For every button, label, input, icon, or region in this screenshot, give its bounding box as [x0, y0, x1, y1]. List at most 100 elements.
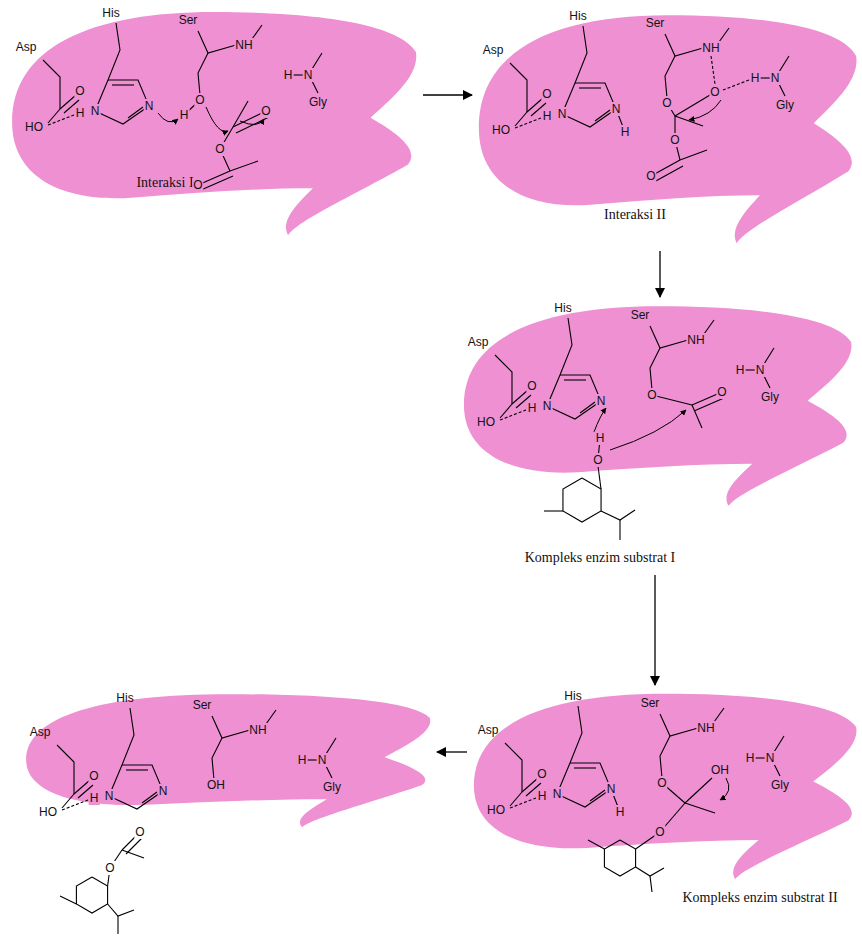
atom-label: N [557, 107, 568, 121]
atom-label: O [74, 84, 85, 98]
residue-label: Asp [483, 43, 504, 57]
atom-label: O [709, 85, 720, 99]
enzyme-panel: AspHisSerGlyKompleks enzim substrat IOHO… [460, 300, 855, 572]
molecule-bonds [495, 318, 774, 540]
bond-line [510, 63, 527, 112]
atom-label: H [283, 68, 294, 82]
bond-line [122, 850, 144, 858]
curved-arrow [240, 119, 264, 125]
enzyme-shape [8, 5, 420, 240]
enzyme-body [474, 694, 857, 879]
bond-line [580, 402, 595, 413]
molecule-bonds [57, 708, 336, 934]
panel-caption: Kompleks enzim substrat II [682, 890, 837, 906]
bond-line [326, 766, 332, 778]
bond-line [680, 150, 707, 160]
bond-line [312, 53, 322, 69]
electron-arrows [720, 778, 729, 800]
bond-line [654, 166, 683, 182]
enzyme-shape [470, 688, 860, 910]
bond-line [108, 23, 120, 80]
bond-line [711, 56, 715, 84]
bond-line [598, 466, 601, 489]
atom-label: N [317, 753, 328, 767]
atom-label: HO [476, 415, 496, 429]
bond-line [57, 745, 74, 794]
atom-label: O [526, 379, 537, 393]
bond-line [76, 877, 107, 913]
bond-line [595, 110, 610, 121]
enzyme-panel: AspHisSerGlyKompleks enzim substrat IIOH… [470, 688, 860, 910]
electron-arrows [594, 408, 686, 450]
curved-arrow [206, 107, 228, 132]
bond-line [128, 107, 143, 118]
enzyme-body [26, 694, 430, 827]
curved-arrow [610, 410, 686, 450]
residue-label: His [102, 6, 119, 20]
reaction-arrow [654, 575, 655, 685]
atom-label: O [654, 825, 665, 839]
atom-label: N [303, 68, 314, 82]
bond-line [579, 87, 601, 88]
bond-line [665, 34, 703, 56]
atom-label: O [260, 104, 271, 118]
panel-caption: Interaksi II [604, 207, 666, 223]
residue-label: Ser [646, 16, 665, 30]
atom-label: O [646, 388, 657, 402]
atom-label: N [770, 71, 781, 85]
bond-line [557, 763, 611, 807]
atom-label: O [645, 169, 656, 183]
bond-line [588, 840, 604, 849]
atom-label: N [596, 394, 607, 408]
bond-line [547, 375, 601, 419]
residue-label: Ser [179, 13, 198, 27]
bond-line [230, 161, 258, 171]
atom-label: HO [38, 805, 58, 819]
bond-line [636, 867, 664, 876]
enzyme-body [479, 15, 857, 243]
molecule-bonds [505, 706, 784, 892]
atom-label: H [75, 106, 86, 120]
atom-label: O [661, 96, 672, 110]
residue-label: Gly [309, 95, 327, 109]
atom-label: H [89, 791, 100, 805]
atom-label: H [750, 71, 761, 85]
bond-line [619, 520, 620, 540]
bond-line [43, 60, 60, 109]
atom-label: N [611, 102, 622, 116]
bond-line [95, 80, 149, 124]
bond-line [252, 25, 262, 39]
atom-label: H [620, 125, 631, 139]
bond-line [60, 896, 76, 904]
bond-line [108, 904, 134, 916]
enzyme-shape [460, 300, 855, 572]
residue-label: His [564, 689, 581, 703]
atom-label: NH [686, 333, 705, 347]
bond-line [650, 876, 652, 892]
atom-label: HO [491, 123, 511, 137]
atom-label: O [214, 142, 225, 156]
bond-line [590, 790, 605, 801]
enzyme-shape [475, 8, 860, 248]
bond-line [714, 708, 724, 722]
atom-label: NH [248, 723, 267, 737]
bond-line [704, 320, 714, 334]
molecule-bonds [510, 26, 789, 182]
atom-label: N [542, 399, 553, 413]
atom-label: N [755, 363, 766, 377]
bond-line [500, 410, 526, 420]
bond-line [650, 348, 660, 390]
atom-label: O [88, 769, 99, 783]
enzyme-body [12, 12, 416, 235]
atom-label: O [541, 87, 552, 101]
atom-label: N [552, 787, 563, 801]
bond-line [126, 769, 148, 770]
bond-line [515, 118, 541, 128]
atom-label: H [615, 805, 626, 819]
residue-label: Asp [478, 723, 499, 737]
bond-line [117, 916, 118, 934]
bond-line [212, 716, 250, 738]
reaction-arrow [659, 251, 660, 297]
reaction-arrow [437, 751, 467, 752]
atom-label: N [144, 99, 155, 113]
